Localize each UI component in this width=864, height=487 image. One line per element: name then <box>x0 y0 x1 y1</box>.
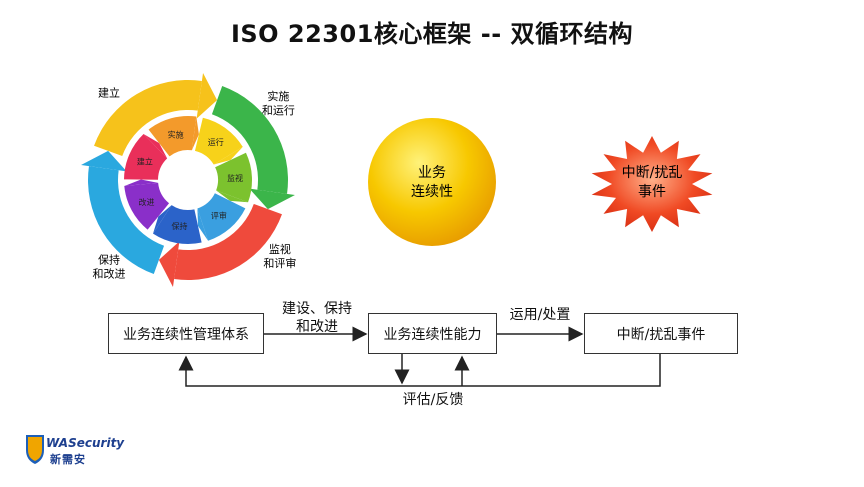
shield-icon <box>26 435 44 464</box>
outer-arrowhead-1 <box>196 73 218 119</box>
outer-segment-2 <box>211 86 288 194</box>
inner-label-3: 监视 <box>227 173 243 183</box>
cycle-hub <box>159 151 217 209</box>
feedback-label: 评估/反馈 <box>402 392 464 408</box>
business-continuity-circle <box>368 118 496 246</box>
arrow2-label: 运用/处置 <box>509 307 571 323</box>
outer-label-2-line2: 和运行 <box>262 104 295 117</box>
box-capability: 业务连续性能力 <box>368 313 497 354</box>
inner-arrowhead-5 <box>153 205 172 234</box>
inner-arrowhead-7 <box>143 133 168 159</box>
inner-segment-4 <box>197 193 246 241</box>
outer-segment-4 <box>88 166 165 274</box>
burst-line2: 事件 <box>638 184 666 200</box>
outer-label-3-line2: 和评审 <box>263 256 296 270</box>
outer-cycle: 建立实施和运行监视和评审保持和改进 <box>81 73 296 287</box>
inner-arrowhead-6 <box>124 179 159 187</box>
disruption-burst <box>591 136 713 232</box>
inner-segment-7 <box>124 133 168 180</box>
inner-arrowhead-4 <box>197 208 209 241</box>
logo-brand: WASecurity <box>46 436 125 450</box>
feedback-loop <box>178 354 661 387</box>
inner-arrowhead-2 <box>213 146 243 165</box>
box-bcms: 业务连续性管理体系 <box>108 313 264 354</box>
inner-label-6: 改进 <box>139 197 155 207</box>
inner-label-2: 运行 <box>208 137 224 147</box>
inner-segment-6 <box>124 182 170 230</box>
inner-arrowhead-3 <box>216 190 249 203</box>
inner-label-1: 实施 <box>168 130 184 140</box>
inner-segment-1 <box>148 116 197 157</box>
box-disruption: 中断/扰乱事件 <box>584 313 738 354</box>
outer-label-1: 建立 <box>98 85 120 99</box>
inner-segment-2 <box>194 117 243 165</box>
arrow1-label-line1: 建设、保持 <box>282 301 352 317</box>
inner-label-4: 评审 <box>211 210 227 220</box>
outer-label-4-line2: 和改进 <box>93 267 126 281</box>
outer-label-4: 保持 <box>98 253 120 267</box>
outer-label-3: 监视 <box>269 242 291 256</box>
circle-line1: 业务 <box>418 165 446 181</box>
outer-label-2: 实施 <box>267 89 289 103</box>
outer-arrowhead-2 <box>249 188 295 210</box>
page-title: ISO 22301核心框架 -- 双循环结构 <box>230 20 634 48</box>
inner-segment-3 <box>215 152 253 203</box>
inner-arrowhead-1 <box>191 116 199 151</box>
inner-label-5: 保持 <box>171 221 187 231</box>
outer-arrowhead-3 <box>158 241 180 287</box>
inner-label-7: 建立 <box>137 156 153 166</box>
inner-segment-5 <box>153 205 202 244</box>
outer-segment-1 <box>94 79 202 157</box>
arrow1-label-line2: 和改进 <box>296 319 338 335</box>
circle-line2: 连续性 <box>411 183 453 200</box>
outer-segment-3 <box>174 203 282 280</box>
logo-cn: 新需安 <box>50 453 86 466</box>
burst-line1: 中断/扰乱 <box>622 165 683 181</box>
outer-arrowhead-4 <box>81 150 127 172</box>
